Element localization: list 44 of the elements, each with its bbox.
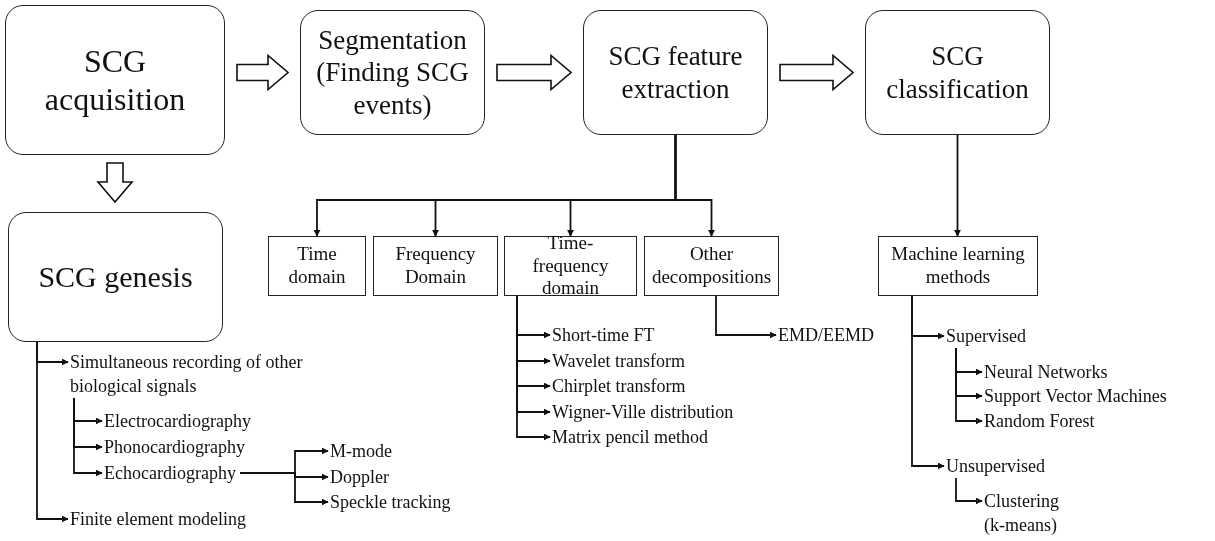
block-arrow xyxy=(779,53,855,92)
block-arrow xyxy=(96,162,134,204)
arrow xyxy=(674,134,715,237)
tree-item-label: Wavelet transform xyxy=(552,349,685,373)
arrow xyxy=(36,341,69,523)
arrow xyxy=(715,295,777,339)
tree-item-label: Echocardiography xyxy=(104,461,236,485)
tree-item-label: Support Vector Machines xyxy=(984,384,1167,408)
tree-item-label: M-mode xyxy=(330,439,392,463)
tree-item-label: Clustering (k-means) xyxy=(984,489,1079,537)
process-box: SCG genesis xyxy=(8,212,223,342)
tree-item-label: Electrocardiography xyxy=(104,409,251,433)
process-box: Machine learning methods xyxy=(878,236,1038,296)
arrow xyxy=(955,347,983,425)
process-box: SCG feature extraction xyxy=(583,10,768,135)
arrow xyxy=(73,397,103,477)
process-box: SCG classification xyxy=(865,10,1050,135)
tree-item-label: Unsupervised xyxy=(946,454,1045,478)
arrow xyxy=(239,472,329,506)
tree-item-label: Wigner-Ville distribution xyxy=(552,400,734,424)
process-box: Segmentation (Finding SCG events) xyxy=(300,10,485,135)
process-box: Time domain xyxy=(268,236,366,296)
process-box: Frequency Domain xyxy=(373,236,498,296)
arrow xyxy=(955,477,983,505)
arrow xyxy=(954,134,961,237)
tree-item-label: Phonocardiography xyxy=(104,435,245,459)
tree-item-label: Short-time FT xyxy=(552,323,655,347)
tree-item-label: Matrix pencil method xyxy=(552,425,708,449)
tree-item-label: Simultaneous recording of other biological signals xyxy=(70,350,310,398)
tree-item-label: EMD/EEMD xyxy=(778,323,874,347)
arrow xyxy=(516,295,551,441)
tree-item-label: Random Forest xyxy=(984,409,1095,433)
process-box: Other decompositions xyxy=(644,236,779,296)
arrow xyxy=(911,295,945,470)
tree-item-label: Neural Networks xyxy=(984,360,1108,384)
block-arrow xyxy=(496,53,573,92)
block-arrow xyxy=(236,53,290,92)
process-box: Time-frequency domain xyxy=(504,236,637,296)
tree-item-label: Chirplet transform xyxy=(552,374,686,398)
tree-item-label: Doppler xyxy=(330,465,389,489)
process-box: SCG acquisition xyxy=(5,5,225,155)
tree-item-label: Speckle tracking xyxy=(330,490,451,514)
tree-item-label: Supervised xyxy=(946,324,1026,348)
tree-item-label: Finite element modeling xyxy=(70,507,246,531)
